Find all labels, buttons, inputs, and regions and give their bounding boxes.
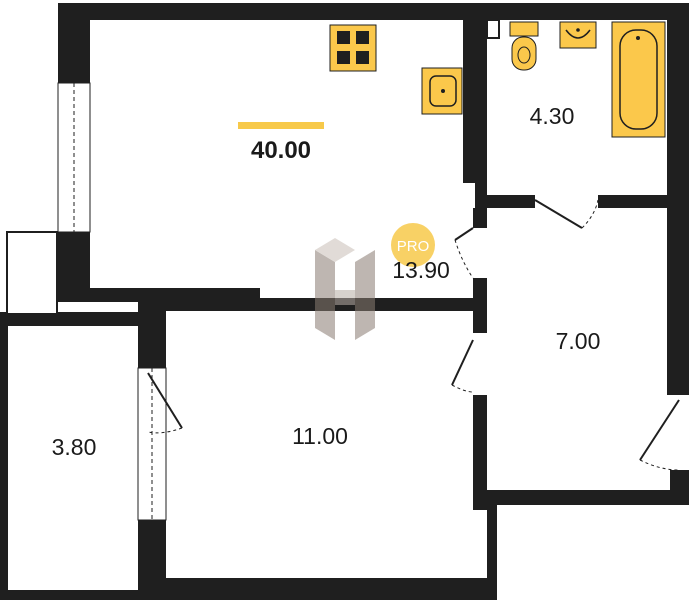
room-area-hallway: 7.00 [556,328,601,354]
total-area-underline [238,122,324,129]
watermark-logo [315,238,375,340]
room-area-balcony: 3.80 [52,434,97,460]
wall-hall-left-a [473,208,487,228]
door-bathroom[interactable] [534,199,599,229]
wall-hall-bottom [473,490,689,505]
wall-balcony-top [0,312,148,326]
pro-badge-label: PRO [397,238,430,255]
fixtures [329,19,666,138]
wall-bottom [138,578,497,600]
bathroom-sink-icon [559,21,597,49]
doors [147,199,680,471]
room-area-kitchen: 13.90 [392,257,450,283]
door-living[interactable] [451,339,474,393]
total-area-label: 40.00 [251,137,311,164]
walls [0,3,689,600]
wall-hall-left-c [473,395,487,510]
door-entrance[interactable] [639,399,680,471]
balcony-side-box [6,231,58,315]
pro-badge [391,223,435,267]
wall-living-left-top [138,298,166,368]
bathroom-column [486,19,500,39]
kitchen-sink-icon [421,67,463,115]
door-balcony[interactable] [147,372,183,434]
wall-hall-left-b [473,278,487,333]
wall-hall-step [487,490,497,600]
stove-icon [329,24,377,72]
room-area-bathroom: 4.30 [530,103,575,129]
wall-bath-inner [475,20,487,215]
wall-balcony-left [0,312,8,600]
wall-top [58,3,689,20]
room-area-living: 11.00 [292,423,348,449]
bathtub-icon [611,21,666,138]
toilet-icon [509,21,539,71]
wall-left-upper [58,3,90,83]
door-kitchen[interactable] [454,227,474,279]
wall-bath-bottom [475,195,535,208]
wall-kitchen-bottom [138,298,475,311]
wall-bath-bottom-right [598,195,689,208]
wall-balcony-bottom [0,590,148,600]
